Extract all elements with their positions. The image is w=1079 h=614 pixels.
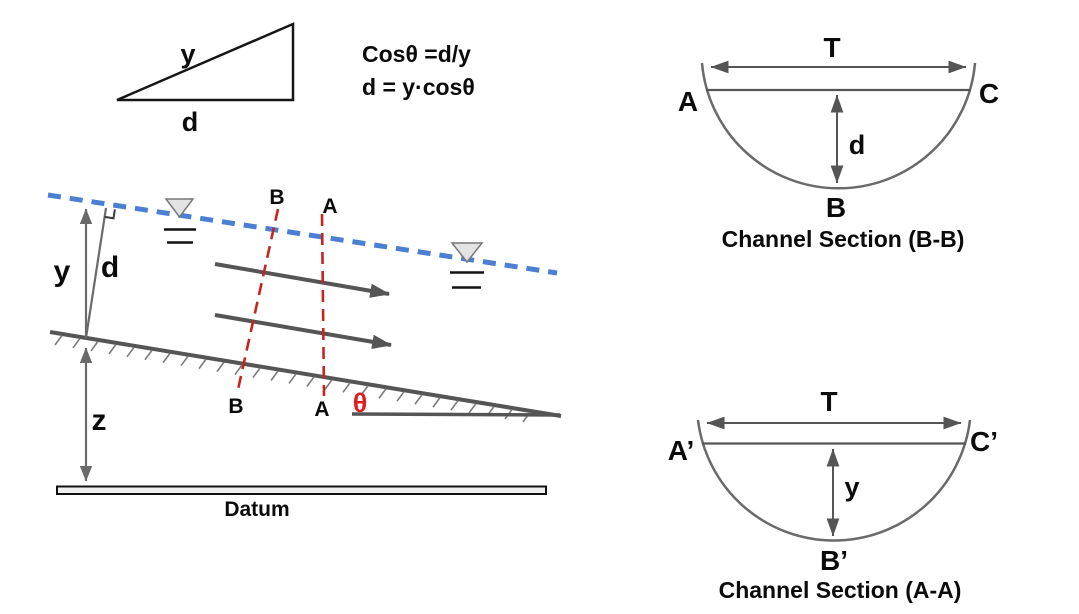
section-bb-C-label: C	[979, 78, 999, 109]
section-aa-T-label: T	[820, 386, 837, 417]
right-angle-marker	[104, 209, 116, 220]
datum-bar	[56, 485, 547, 495]
section-line-bb	[235, 208, 280, 395]
inset-triangle-shape	[116, 22, 295, 102]
section-bb-caption: Channel Section (B-B)	[722, 226, 965, 252]
profile-d-label: d	[101, 251, 119, 284]
datum-label: Datum	[224, 498, 289, 521]
section-bb-T-label: T	[823, 32, 840, 63]
channel-section-bb: T A C B d Channel Section (B-B)	[678, 32, 999, 252]
section-bb-depth-label: d	[849, 130, 866, 160]
water-surface-symbol-right	[450, 242, 484, 289]
section-a-top-label: A	[322, 195, 337, 218]
nabla-icon	[450, 242, 484, 264]
section-b-bottom-label: B	[228, 395, 243, 418]
channel-section-aa: T A’ C’ B’ y Channel Section (A-A)	[668, 386, 998, 603]
formula-cos-theta: Cosθ =d/y	[362, 41, 471, 67]
section-aa-caption: Channel Section (A-A)	[719, 577, 962, 603]
section-aa-depth-label: y	[844, 472, 859, 502]
inset-base-label: d	[182, 107, 199, 137]
formula-block: Cosθ =d/y d = y·cosθ	[362, 41, 475, 100]
section-aa-C-label: C’	[970, 426, 998, 457]
channel-profile: B A B A θ y d z Datum	[47, 186, 562, 521]
section-bb-A-label: A	[678, 86, 698, 117]
section-b-top-label: B	[269, 186, 284, 209]
water-surface-line	[47, 192, 558, 276]
section-aa-arc	[696, 419, 972, 542]
section-line-aa	[320, 213, 326, 397]
flow-arrow-upper	[214, 262, 391, 298]
cos-theta-inset-triangle: y d	[116, 22, 295, 137]
section-aa-B-label: B’	[820, 545, 848, 576]
flow-arrow-lower	[214, 313, 393, 349]
horizontal-reference-line	[351, 412, 561, 417]
channel-bed-line	[49, 330, 562, 418]
profile-y-label: y	[54, 255, 71, 288]
profile-z-label: z	[92, 404, 107, 437]
section-bb-arc	[700, 62, 977, 190]
section-a-bottom-label: A	[314, 398, 329, 421]
theta-angle-label: θ	[353, 388, 368, 418]
section-aa-A-label: A’	[668, 435, 694, 466]
nabla-icon	[164, 198, 195, 219]
bed-hatching	[54, 334, 531, 423]
section-bb-B-label: B	[826, 192, 846, 223]
inset-hypotenuse-label: y	[180, 39, 195, 69]
depth-d-line	[84, 207, 108, 339]
water-surface-symbol-left	[164, 198, 196, 244]
formula-d-equals: d = y·cosθ	[362, 74, 475, 100]
